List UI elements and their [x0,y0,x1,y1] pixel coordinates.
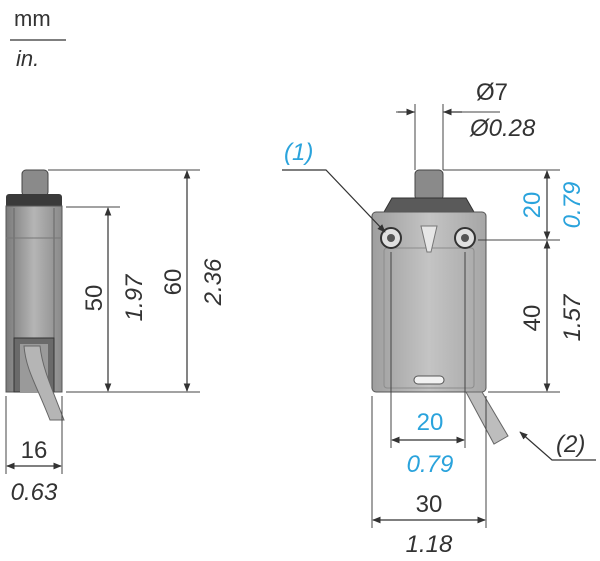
units-legend: mm in. [10,6,66,71]
dim-30-in: 1.18 [406,531,453,558]
dim-hole-spacing-in: 0.79 [407,451,454,478]
unit-in: in. [16,46,39,71]
callout-2-label: (2) [556,431,585,458]
front-slot [413,375,445,385]
dim-hole-spacing-mm: 20 [417,409,444,436]
front-view: Ø7 Ø0.28 20 0.79 40 1.57 20 0.79 30 1.18… [282,79,596,558]
side-head [6,194,62,208]
dim-diameter-mm: Ø7 [476,79,508,106]
dim-50-mm: 50 [81,285,108,312]
side-cable [23,345,65,421]
dim-60-mm: 60 [160,269,187,296]
dim-diameter-in: Ø0.28 [469,115,536,142]
front-plunger [414,169,444,201]
dim-50-in: 1.97 [121,273,148,321]
dim-travel-mm: 20 [519,192,546,219]
dim-travel-in: 0.79 [559,182,586,229]
dim-30-mm: 30 [416,491,443,518]
callout-2-leader [519,431,596,461]
side-view: 50 1.97 60 2.36 16 0.63 [5,169,227,506]
dim-40-mm: 40 [519,305,546,332]
dim-40-in: 1.57 [559,293,586,341]
front-body [371,211,487,393]
dim-60-in: 2.36 [200,258,227,306]
callout-1-leader [282,169,386,233]
callout-1-label: (1) [284,139,313,166]
side-plunger [21,169,49,197]
unit-mm: mm [14,6,51,31]
dim-16-in: 0.63 [11,479,58,506]
dim-16-mm: 16 [21,437,48,464]
front-cable [465,391,509,445]
front-plunger-collar [383,197,475,213]
